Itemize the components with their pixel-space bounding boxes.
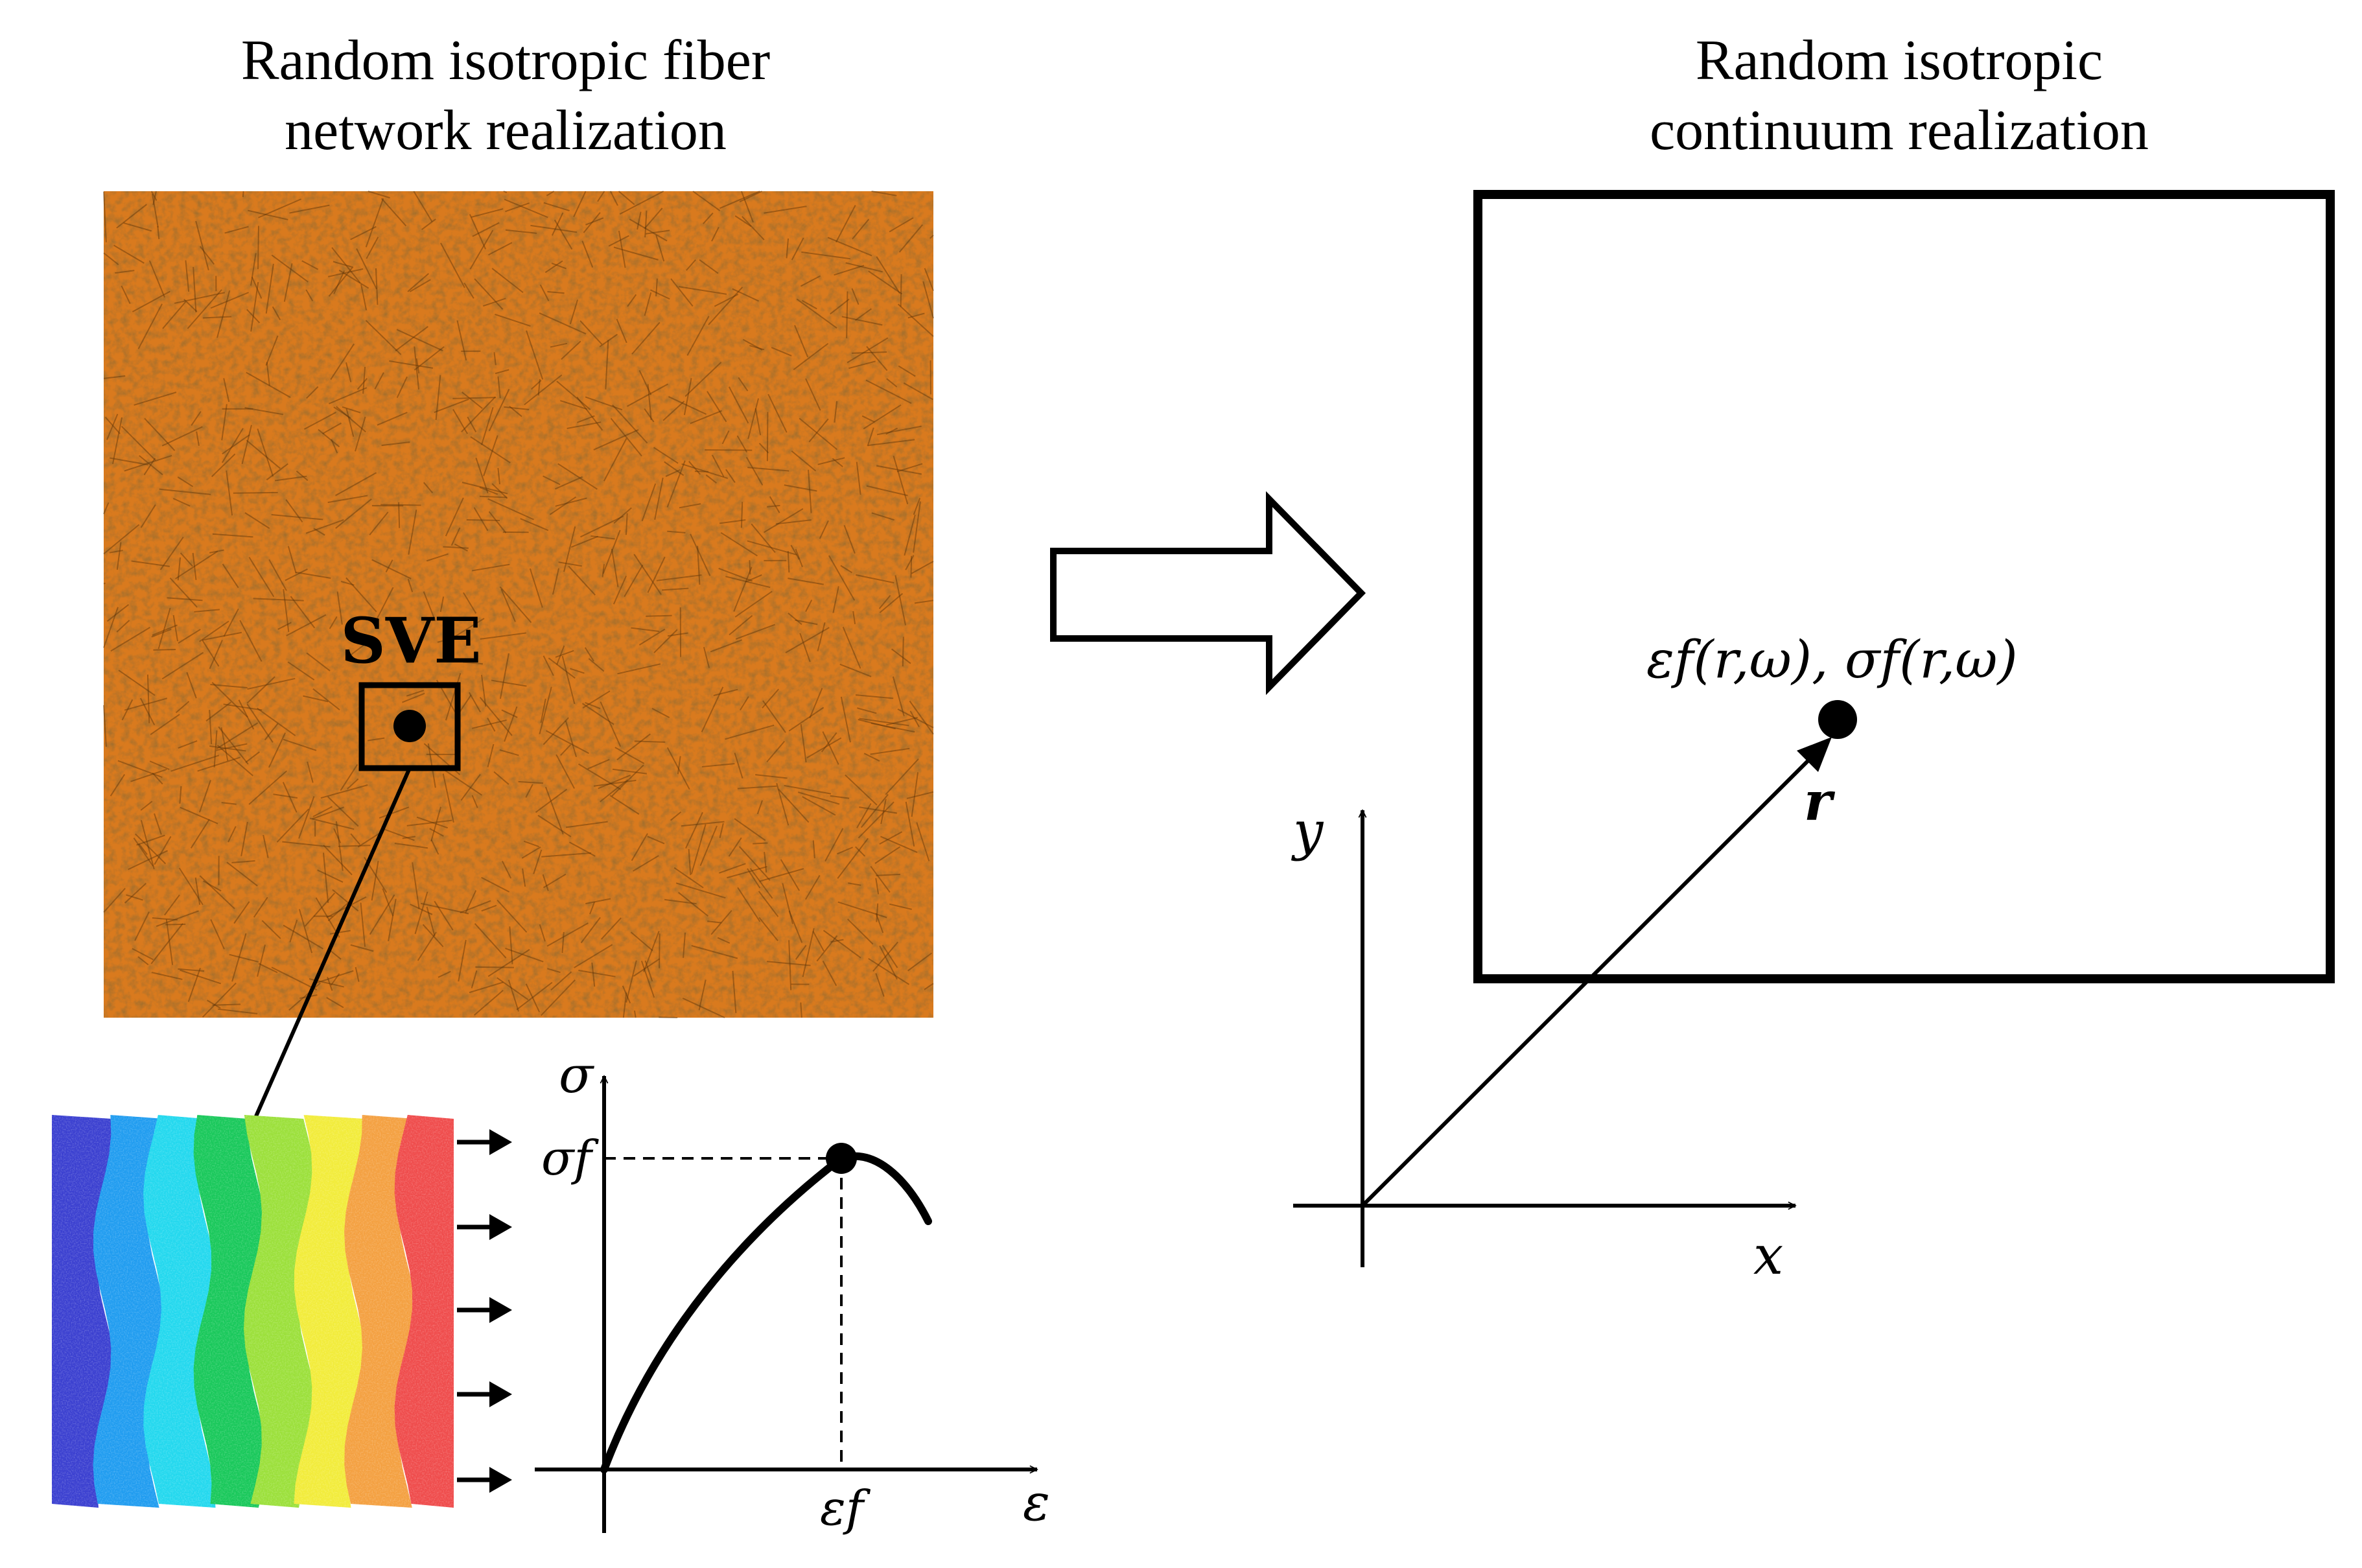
y-axis-label: y [1291, 801, 1324, 862]
left-title-line1: Random isotropic fiber [240, 29, 771, 92]
load-arrow-4 [457, 1381, 512, 1407]
left-title: Random isotropic fiber network realizati… [117, 26, 895, 166]
failure-stress-label: σf [541, 1130, 600, 1186]
stress-strain-plot: σ ε σf εf [535, 1046, 1050, 1536]
right-title: Random isotropic continuum realization [1510, 26, 2288, 166]
mapping-arrow [1050, 491, 1366, 696]
left-title-line2: network realization [285, 99, 727, 162]
load-arrow-3 [457, 1297, 512, 1323]
sve-point [393, 710, 426, 742]
right-title-line1: Random isotropic [1695, 29, 2103, 92]
x-axis-label: x [1753, 1225, 1783, 1287]
load-arrow-2 [457, 1214, 512, 1240]
stress-axis-label: σ [559, 1046, 594, 1105]
vector-label: r [1804, 771, 1836, 833]
right-title-line2: continuum realization [1650, 99, 2149, 162]
stress-strain-curve [600, 1152, 932, 1473]
position-vector-head [1797, 737, 1832, 772]
coordinate-axes: x y [1291, 801, 1795, 1287]
load-arrow-5 [457, 1467, 512, 1493]
sve-label: SVE [341, 604, 482, 677]
position-vector [1361, 739, 1830, 1208]
continuum-domain [1473, 190, 2335, 983]
material-point [1818, 700, 1857, 739]
load-arrow-1 [457, 1129, 512, 1155]
fiber-network-image [103, 191, 934, 1018]
load-arrows [457, 1129, 512, 1493]
strain-axis-label: ε [1023, 1474, 1050, 1532]
point-label: εf(r,ω), σf(r,ω) [1646, 629, 2018, 690]
strain-field-image [52, 1115, 454, 1508]
failure-strain-label: εf [820, 1480, 871, 1536]
sve-leader-line [254, 767, 412, 1117]
failure-point [826, 1143, 857, 1174]
